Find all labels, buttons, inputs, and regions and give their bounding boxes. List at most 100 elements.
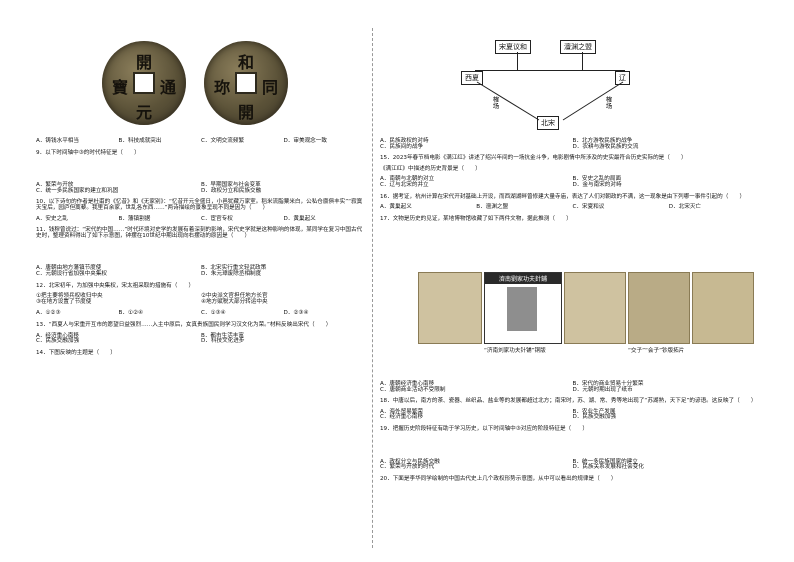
right-column-lower: A．唐朝经济重心南移 B．宋代的商业贸易十分繁荣 C．唐朝商业活动不受限制 D．… — [380, 378, 765, 487]
q19-options: A．政权分立与民族交融 B．统一多民族国家的建立 C．繁荣与开放的时代 D．民族… — [380, 458, 765, 471]
option: C．元朝设行省加强中央集权 — [36, 270, 108, 277]
q9-options: A．繁荣与开放 B．早期国家与社会变革 C．统一多民族国家的建立和巩固 D．政权… — [36, 183, 366, 194]
q12-stem: 12．北宋初年，为加强中央集权，宋太祖采取的措施有（ ） — [36, 282, 195, 289]
artifact-photo-bronze-plate — [418, 272, 482, 344]
option: B．农业生产发展 — [572, 408, 616, 415]
option: D．北宋灭亡 — [668, 204, 702, 211]
coin-char: 珎 — [214, 78, 231, 97]
q12-options: A．①②③ B．①②④ C．①③④ D．②③④ — [36, 311, 366, 317]
song-relations-diagram: 宋夏议和 澶渊之盟 西夏 辽 北宋 榷场 榷场 — [455, 38, 655, 138]
option: A．唐朝由地方藩镇节度使 — [36, 265, 102, 272]
q16-options: A．黄巢起义 B．澶渊之盟 C．宋夏和议 D．北宋灭亡 — [380, 205, 765, 211]
option: D．②③④ — [283, 310, 309, 317]
q10-options: A．安史之乱 B．藩镇割据 C．宦官专权 D．黄巢起义 — [36, 215, 366, 223]
diagram-line — [582, 52, 583, 70]
option: B．早期国家与社会变革 — [201, 182, 261, 189]
option: C．繁荣与开放的时代 — [380, 464, 435, 471]
q16-stem: 16．据考证，杭州计算在宋代开封基础上开设，而西湖湖畔曾修建大量寺庙，表达了人们… — [380, 193, 746, 200]
diagram-box-xixia: 西夏 — [461, 71, 483, 85]
q20-stem: 20．下面是李华同学绘制的中国古代史上几个政权形势示意图，从中可以看出的规律是（… — [380, 475, 617, 482]
option: C．①③④ — [201, 310, 226, 317]
statement: ①把主要将领兵权收归中央 — [36, 293, 103, 300]
q9-stem: 9．以下时间轴中③的时代特征是（ ） — [36, 149, 140, 156]
option: A．①②③ — [36, 310, 61, 317]
pendulum-image — [36, 244, 366, 262]
timeline-image-2 — [380, 438, 765, 456]
statement: ③在地方设置了节度使 — [36, 298, 92, 305]
caption-jiaozi: “交子”“会子”钞版拓片 — [628, 348, 685, 354]
option: B．科技成就突出 — [118, 138, 162, 144]
timeline-image — [36, 161, 366, 179]
q13-options: A．经济重心南移 B．都市生活丰富 C．民族交融加强 D．科技文化进步 — [36, 332, 366, 345]
q14-options: A．民族政权的对峙 B．北方游牧民族的战争 C．民族间的战争 D．农耕与游牧民族… — [380, 138, 765, 150]
option: D．审美观念一致 — [283, 138, 327, 144]
artifact-photo-bronze-plate-2 — [564, 272, 626, 344]
q17-stem: 17．文物是历史的见证，某地博物馆收藏了如下两件文物，据此推测（ ） — [380, 215, 572, 222]
q8-options: A．铸钱水平相当 B．科技成就突出 C．文明交流频繁 D．审美观念一致 — [36, 138, 366, 145]
option: D．朱元璋废除丞相制度 — [201, 270, 262, 277]
coin-char: 開 — [238, 103, 255, 122]
q12-items: ①把主要将领兵权收归中央 ②中央派文官担任地方长官 ③在地方设置了节度使 ④地方… — [36, 294, 366, 305]
diagram-box-chanyuan-treaty: 澶渊之盟 — [560, 40, 596, 54]
option: A．经济重心南移 — [36, 332, 79, 339]
option: C．宦官专权 — [201, 215, 233, 222]
coin-char: 同 — [262, 78, 279, 97]
option: A．铸钱水平相当 — [36, 138, 79, 144]
artifact-photos: 濟南劉家功夫針鋪 “济南刘家功夫针铺”铜版 “交子”“会子”钞版拓片 — [418, 272, 758, 364]
diagram-box-liao: 辽 — [615, 71, 630, 85]
diagram-arrows — [476, 81, 624, 121]
option: A．繁荣与开放 — [36, 182, 74, 189]
rabbit-figure-icon — [507, 287, 537, 331]
q14-stem: 14．下图反映的主题是（ ） — [36, 349, 116, 356]
q13-stem: 13．“西夏人与宋重开互市的愿望日益强烈……入主中原后，女真贵族国民则学习汉文化… — [36, 321, 332, 328]
option: B．宋代的商业贸易十分繁荣 — [572, 381, 644, 387]
coins-image: 開 寶 通 元 和 同 開 珎 — [92, 35, 297, 137]
option: A．南朝与北朝的对立 — [380, 176, 435, 183]
coin-char: 開 — [136, 53, 153, 72]
option: D．科技文化进步 — [201, 338, 245, 345]
q15-stem: 15．2023年春节档电影《满江红》讲述了绍兴年间的一场抗金斗争，电影剧情中所涉… — [380, 155, 687, 162]
option: B．藩镇割据 — [118, 215, 151, 222]
option: D．农耕与游牧民族的交流 — [572, 143, 639, 150]
option: C．唐朝商业活动不受限制 — [380, 386, 446, 393]
artifact-photo-needle-shop-plate: 濟南劉家功夫針鋪 — [484, 272, 562, 344]
option: C．经济重心南移 — [380, 414, 424, 421]
q15-options: A．南朝与北朝的对立 B．安史之乱的局面 C．辽与北宋的并立 D．金与南宋的对峙 — [380, 177, 765, 188]
coin-char: 元 — [136, 103, 153, 122]
statement: ④地方赋税大部分转运中央 — [201, 298, 268, 305]
option: C．辽与北宋的并立 — [380, 181, 429, 188]
option: A．安史之乱 — [36, 215, 68, 222]
kaiyuan-coin: 開 寶 通 元 — [102, 41, 186, 125]
caption-needle-shop: “济南刘家功夫针铺”铜版 — [484, 348, 546, 354]
statement: ②中央派文官担任地方长官 — [201, 293, 268, 300]
q19-stem: 19．把握历史阶段特征有助于学习历史，以下时间轴中③对应的阶段特征是（ ） — [380, 425, 588, 432]
option: A．黄巢起义 — [380, 204, 412, 211]
diagram-line — [517, 52, 518, 70]
option: D．金与南宋的对峙 — [572, 181, 622, 188]
artifact-photo-jiaozi-print — [628, 272, 690, 344]
diagram-box-song-xia-peace: 宋夏议和 — [495, 40, 531, 54]
option: C．宋夏和议 — [572, 204, 605, 211]
option: D．民族交融加强 — [572, 414, 616, 421]
q18-stem: 18．中唐以后，南方的茶、瓷器、丝织品、盐业等的发展都超过北方；南宋时，苏、湖、… — [380, 398, 757, 405]
option: C．文明交流频繁 — [201, 138, 245, 144]
option: B．都市生活丰富 — [201, 332, 244, 339]
artifact-photo-huizi-print — [692, 272, 754, 344]
option: C．民族间的战争 — [380, 143, 424, 150]
option: A．唐朝经济重心南移 — [380, 381, 435, 387]
option: A．政权分立与民族交融 — [380, 458, 440, 465]
needle-shop-banner: 濟南劉家功夫針鋪 — [485, 273, 561, 284]
right-column: A．民族政权的对峙 B．北方游牧民族的战争 C．民族间的战争 D．农耕与游牧民族… — [380, 135, 765, 227]
option: B．①②④ — [118, 310, 143, 317]
coin-char: 寶 — [112, 78, 129, 97]
q10-stem: 10．以下诗句的作者是杜甫的《忆昔》和《无家别》：“忆昔开元全盛日，小邑犹藏万家… — [36, 199, 363, 211]
q18-options: A．海外贸易繁荣 B．农业生产发展 C．经济重心南移 D．民族交融加强 — [380, 408, 765, 421]
option: B．澶渊之盟 — [476, 204, 509, 211]
q11-options: A．唐朝由地方藩镇节度使 B．北宋实行重文轻武政策 C．元朝设行省加强中央集权 … — [36, 266, 366, 277]
option: B．统一多民族国家的建立 — [572, 458, 638, 465]
option: A．海外贸易繁荣 — [380, 408, 423, 415]
option: A．民族政权的对峙 — [380, 138, 429, 144]
option: B．安史之乱的局面 — [572, 176, 622, 183]
column-divider — [372, 28, 373, 548]
